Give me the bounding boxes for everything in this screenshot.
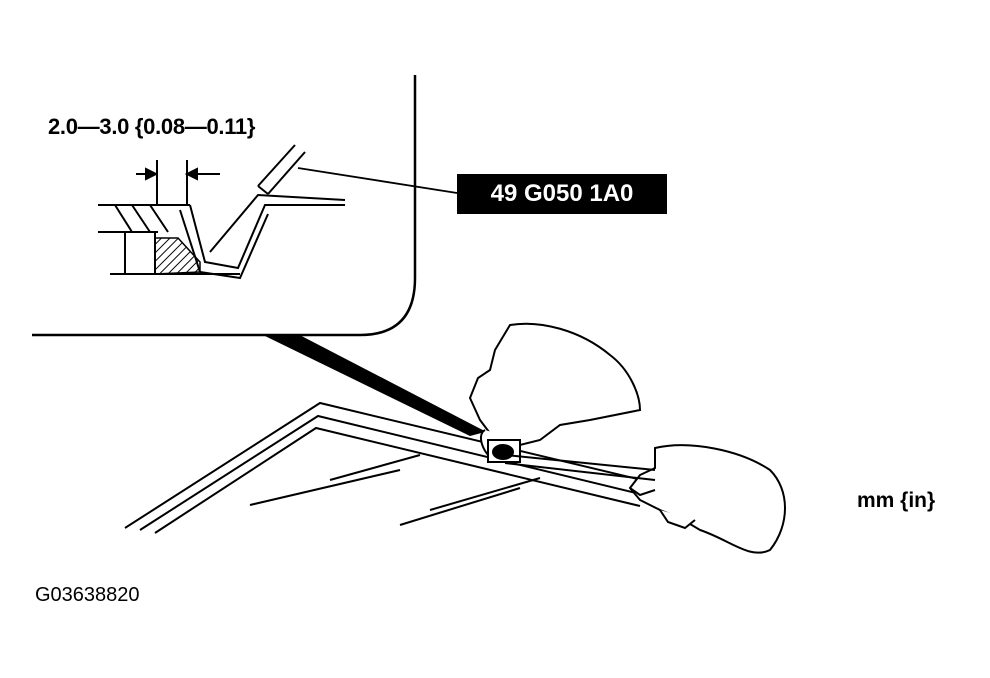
windshield-outline — [124, 401, 651, 534]
tool-number-label: 49 G050 1A0 — [457, 174, 667, 214]
detail-callout-frame — [32, 75, 417, 337]
hands-and-knife-tool — [468, 322, 786, 554]
callout-pointer — [265, 336, 485, 436]
tool-leader-line — [297, 167, 458, 194]
dimension-label: 2.0—3.0 {0.08—0.11} — [48, 114, 256, 139]
detail-cross-section — [98, 144, 346, 280]
sealant-hatch — [154, 237, 201, 275]
unit-label: mm {in} — [857, 489, 936, 512]
figure-code-label: G03638820 — [35, 584, 140, 606]
